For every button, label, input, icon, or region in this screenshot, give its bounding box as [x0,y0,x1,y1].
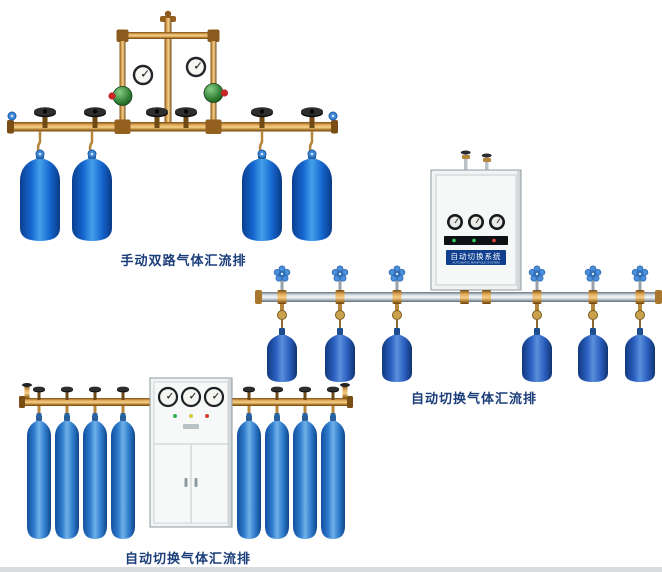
scene-manual-dual-manifold: 手动双路气体汇流排 [0,8,345,276]
pressure-gauge-icon [180,386,202,408]
blue-valve-knob-icon [35,149,45,159]
gas-cylinder [293,415,317,539]
product-caption: 手动双路气体汇流排 [120,253,247,268]
auto-switch-floor-manifold-photo [19,377,353,539]
gas-cylinder [20,151,60,241]
cabinet-inlet-pipes [460,150,492,171]
gas-cylinder [83,415,107,539]
door-handle [184,478,188,487]
gas-cylinder [237,415,261,539]
gas-cylinder [27,415,51,539]
gas-cylinder [522,328,552,382]
top-supply-pipe-assembly [116,10,220,126]
led-yellow-icon [189,414,193,418]
led-red-icon [492,238,496,243]
pressure-gauge-icon [488,213,506,231]
manifold-pipe [7,111,338,134]
indicator-panel [444,236,508,245]
pressure-gauge-icon [185,56,207,78]
led-green-icon [472,238,476,243]
switch-plate [183,424,199,429]
led-green-icon [173,414,177,418]
product-caption: 自动切换气体汇流排 [410,391,537,406]
pressure-gauge-icon [203,386,225,408]
blue-valve-knob-icon [328,111,338,121]
pressure-gauge-icon [157,386,179,408]
led-red-icon [205,414,209,418]
scene-auto-switch-manifold-floor: 自动切换气体汇流排 [15,372,355,568]
control-cabinet [149,377,233,528]
gas-cylinder [265,415,289,539]
product-caption: 自动切换气体汇流排 [124,551,251,566]
gas-cylinder [111,415,135,539]
manifold-pipe-left [19,383,150,408]
control-cabinet: 自动切换系统 AUTOMATIC MANIFOLD SYSTEM [430,169,522,291]
gas-cylinder [382,328,412,382]
bottom-divider [0,567,662,572]
blue-valve-knob-icon [7,111,17,121]
pressure-gauge-icon [467,213,485,231]
auto-switch-manifold-photo: 自动切换系统 AUTOMATIC MANIFOLD SYSTEM [255,150,662,382]
cabinet-label-plate [446,250,506,265]
gas-cylinder [321,415,345,539]
scene-auto-switch-manifold-wall: 自动切换系统 AUTOMATIC MANIFOLD SYSTEM [255,148,662,416]
gas-cylinder [625,328,655,382]
door-handle [194,478,198,487]
pressure-regulator-right [185,56,229,103]
cabinet-label: 自动切换系统 [451,251,502,261]
pressure-gauge-icon [446,213,464,231]
gas-cylinder [578,328,608,382]
gas-cylinder [55,415,79,539]
manual-dual-manifold-photo [7,10,338,241]
cabinet-sublabel: AUTOMATIC MANIFOLD SYSTEM [453,261,500,265]
led-green-icon [452,238,456,243]
pressure-regulator-left [108,64,154,106]
gas-cylinder [72,151,112,241]
manifold-pipe [255,290,662,304]
manifold-pipe-right [232,383,353,408]
pressure-gauge-icon [132,64,154,86]
blue-valve-knob-icon [87,149,97,159]
